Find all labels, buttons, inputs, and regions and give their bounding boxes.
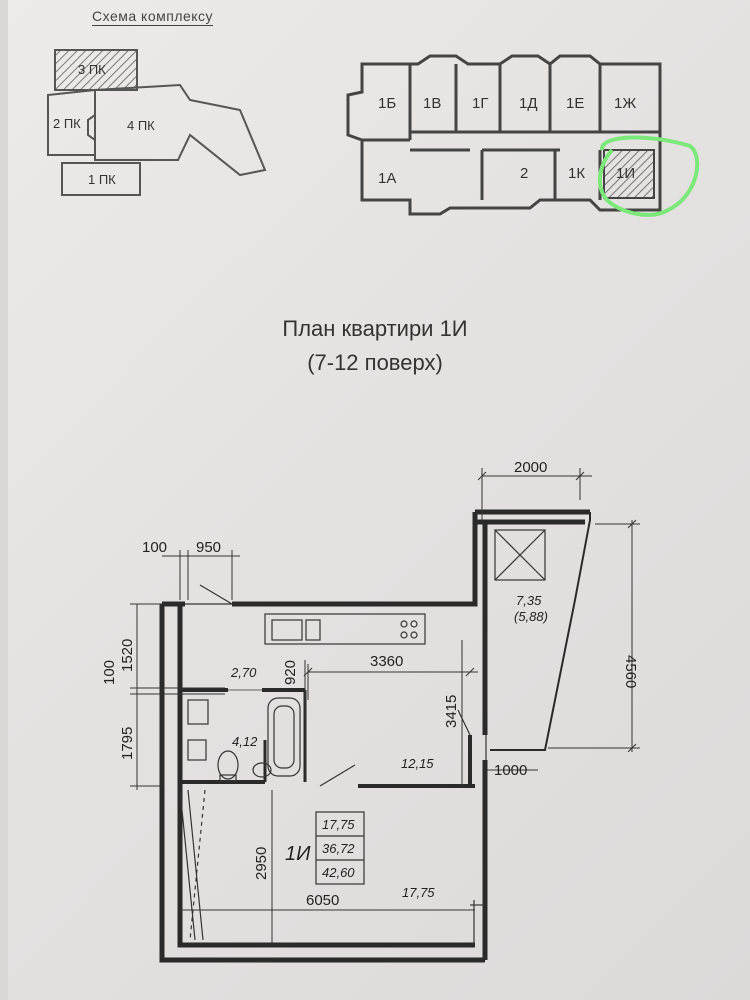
dim-100-top: 100 [142,539,167,556]
unit-1e-label: 1Е [566,95,584,112]
dimension-lines [130,468,640,945]
unit-1i-highlight-cell [603,149,655,199]
area-room: 17,75 [402,885,435,900]
area-kitchen: 12,15 [401,756,434,771]
dim-950: 950 [196,539,221,556]
section-4pk-label: 4 ПК [127,118,155,133]
unit-1d-label: 1Д [519,95,538,112]
dim-1795: 1795 [119,727,136,760]
dim-920: 920 [282,660,299,685]
section-1pk-label: 1 ПК [88,172,116,187]
dim-6050: 6050 [306,892,339,909]
area-bath: 4,12 [232,734,258,749]
unit-1b-label: 1Б [378,95,396,112]
unit-1i-label: 1И [616,165,635,182]
dim-2950: 2950 [253,847,270,880]
unit-1zh-label: 1Ж [614,95,636,112]
unit-1k-label: 1К [568,165,585,182]
area-wc: 2,70 [230,665,257,680]
unit-1v-label: 1В [423,95,441,112]
apartment-walls [159,509,591,963]
area-balcony: 7,35 [516,593,542,608]
complex-scheme [47,49,267,196]
section-3pk-label: 3 ПК [78,62,106,77]
unit-2-label: 2 [520,165,528,182]
total-area: 42,60 [322,865,355,880]
door-swings [185,584,487,787]
unit-1a-label: 1А [378,170,396,187]
dim-4560: 4560 [622,655,639,688]
floor-key-plan [346,54,662,216]
total-living-area: 17,75 [322,817,355,832]
section-2pk-label: 2 ПК [53,116,81,131]
kitchen-counter [264,613,426,645]
dim-2000: 2000 [514,459,547,476]
section-4pk-shape [94,83,267,177]
dim-100-left: 100 [101,660,118,685]
highlight-circle [597,135,700,217]
section-3pk-shape [54,49,138,91]
area-balcony-reduced: (5,88) [514,609,548,624]
balcony-vent [494,529,546,581]
dim-1520: 1520 [119,639,136,672]
bathroom-fixtures [187,697,301,782]
unit-1g-label: 1Г [472,95,488,112]
dim-3360: 3360 [370,653,403,670]
totals-table [315,811,365,885]
plan-subtitle: (7-12 поверх) [307,350,443,375]
dim-1000: 1000 [494,762,527,779]
total-usable-area: 36,72 [322,841,355,856]
window-glazing [179,789,486,945]
plan-title: План квартири 1И [282,316,468,341]
apartment-label: 1И [285,843,311,865]
complex-scheme-title: Схема комплексу [92,8,214,24]
section-1pk-shape [61,162,141,196]
dim-3415: 3415 [443,695,460,728]
